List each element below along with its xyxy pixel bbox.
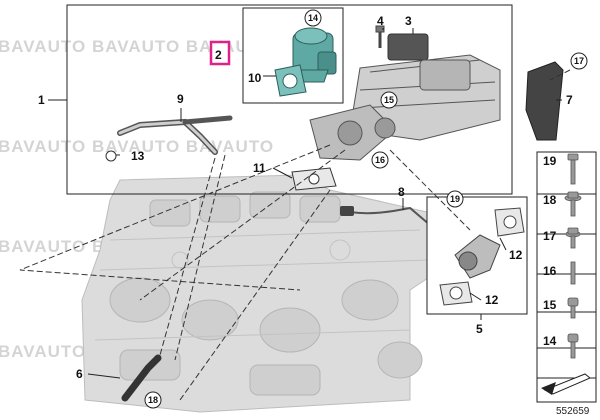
callout-17-circled: 17 (574, 56, 584, 66)
callout-10: 10 (248, 71, 262, 85)
callout-5: 5 (476, 322, 483, 336)
dashed-leaders (19, 69, 571, 401)
callout-12-upper: 12 (509, 248, 523, 262)
legend-label-19: 19 (543, 154, 557, 168)
hose-6 (121, 354, 162, 402)
legend-label-16: 16 (543, 264, 557, 278)
callout-8: 8 (398, 185, 405, 199)
legend-label-15: 15 (543, 298, 557, 312)
callout-3: 3 (405, 14, 412, 28)
gasket-11 (291, 167, 337, 191)
heat-shield-7 (525, 61, 564, 141)
legend-label-17: 17 (543, 229, 557, 243)
circled-callouts: 14 15 16 17 18 19 (144, 9, 588, 409)
highlight-box-part-2 (209, 40, 231, 66)
callout-14-circled: 14 (308, 13, 318, 23)
egr-valve-part (292, 27, 337, 83)
callout-12-lower: 12 (485, 293, 499, 307)
callout-7: 7 (566, 93, 573, 107)
pipe-9 (117, 115, 233, 155)
callout-11: 11 (253, 161, 266, 175)
callout-1: 1 (38, 93, 45, 107)
callout-9: 9 (177, 92, 184, 106)
bolt-18-icon (564, 191, 582, 217)
o-ring-13 (105, 150, 117, 162)
assembly-frame (66, 4, 513, 195)
callout-18-circled: 18 (148, 395, 158, 405)
watermark-row-1: BAVAUTO BAVAUTO BAVAUTO (0, 37, 274, 56)
leader-lines (48, 28, 562, 379)
arrow-icon (541, 373, 591, 395)
bolt-15-icon (567, 297, 579, 319)
bolt-19-icon (567, 153, 579, 185)
legend-label-18: 18 (543, 193, 557, 207)
callout-15-circled: 15 (384, 95, 394, 105)
sensor-8 (340, 206, 431, 226)
bolt-pictograms (564, 153, 582, 359)
diagram-reference-number: 552659 (556, 406, 590, 417)
bolt-16-icon (570, 261, 576, 285)
bolt-17-icon (565, 227, 581, 249)
callout-labels: 2 1 3 4 5 6 7 8 9 10 11 12 12 13 (38, 14, 573, 381)
legend-label-14: 14 (543, 334, 557, 348)
callout-6: 6 (76, 367, 83, 381)
gasket-10 (274, 64, 307, 97)
callout-19-circled: 19 (450, 194, 460, 204)
callout-4: 4 (377, 14, 384, 28)
engine-block (81, 174, 441, 413)
callout-16-circled: 16 (375, 155, 385, 165)
callout-13: 13 (131, 149, 145, 163)
callout-2: 2 (215, 48, 222, 62)
fastener-legend: 19 18 17 16 15 14 (536, 151, 597, 403)
flange-pipe-5 (439, 207, 525, 306)
bolt-14-icon (567, 333, 579, 359)
egr-cooler (309, 33, 501, 161)
bolt-4 (375, 25, 385, 48)
